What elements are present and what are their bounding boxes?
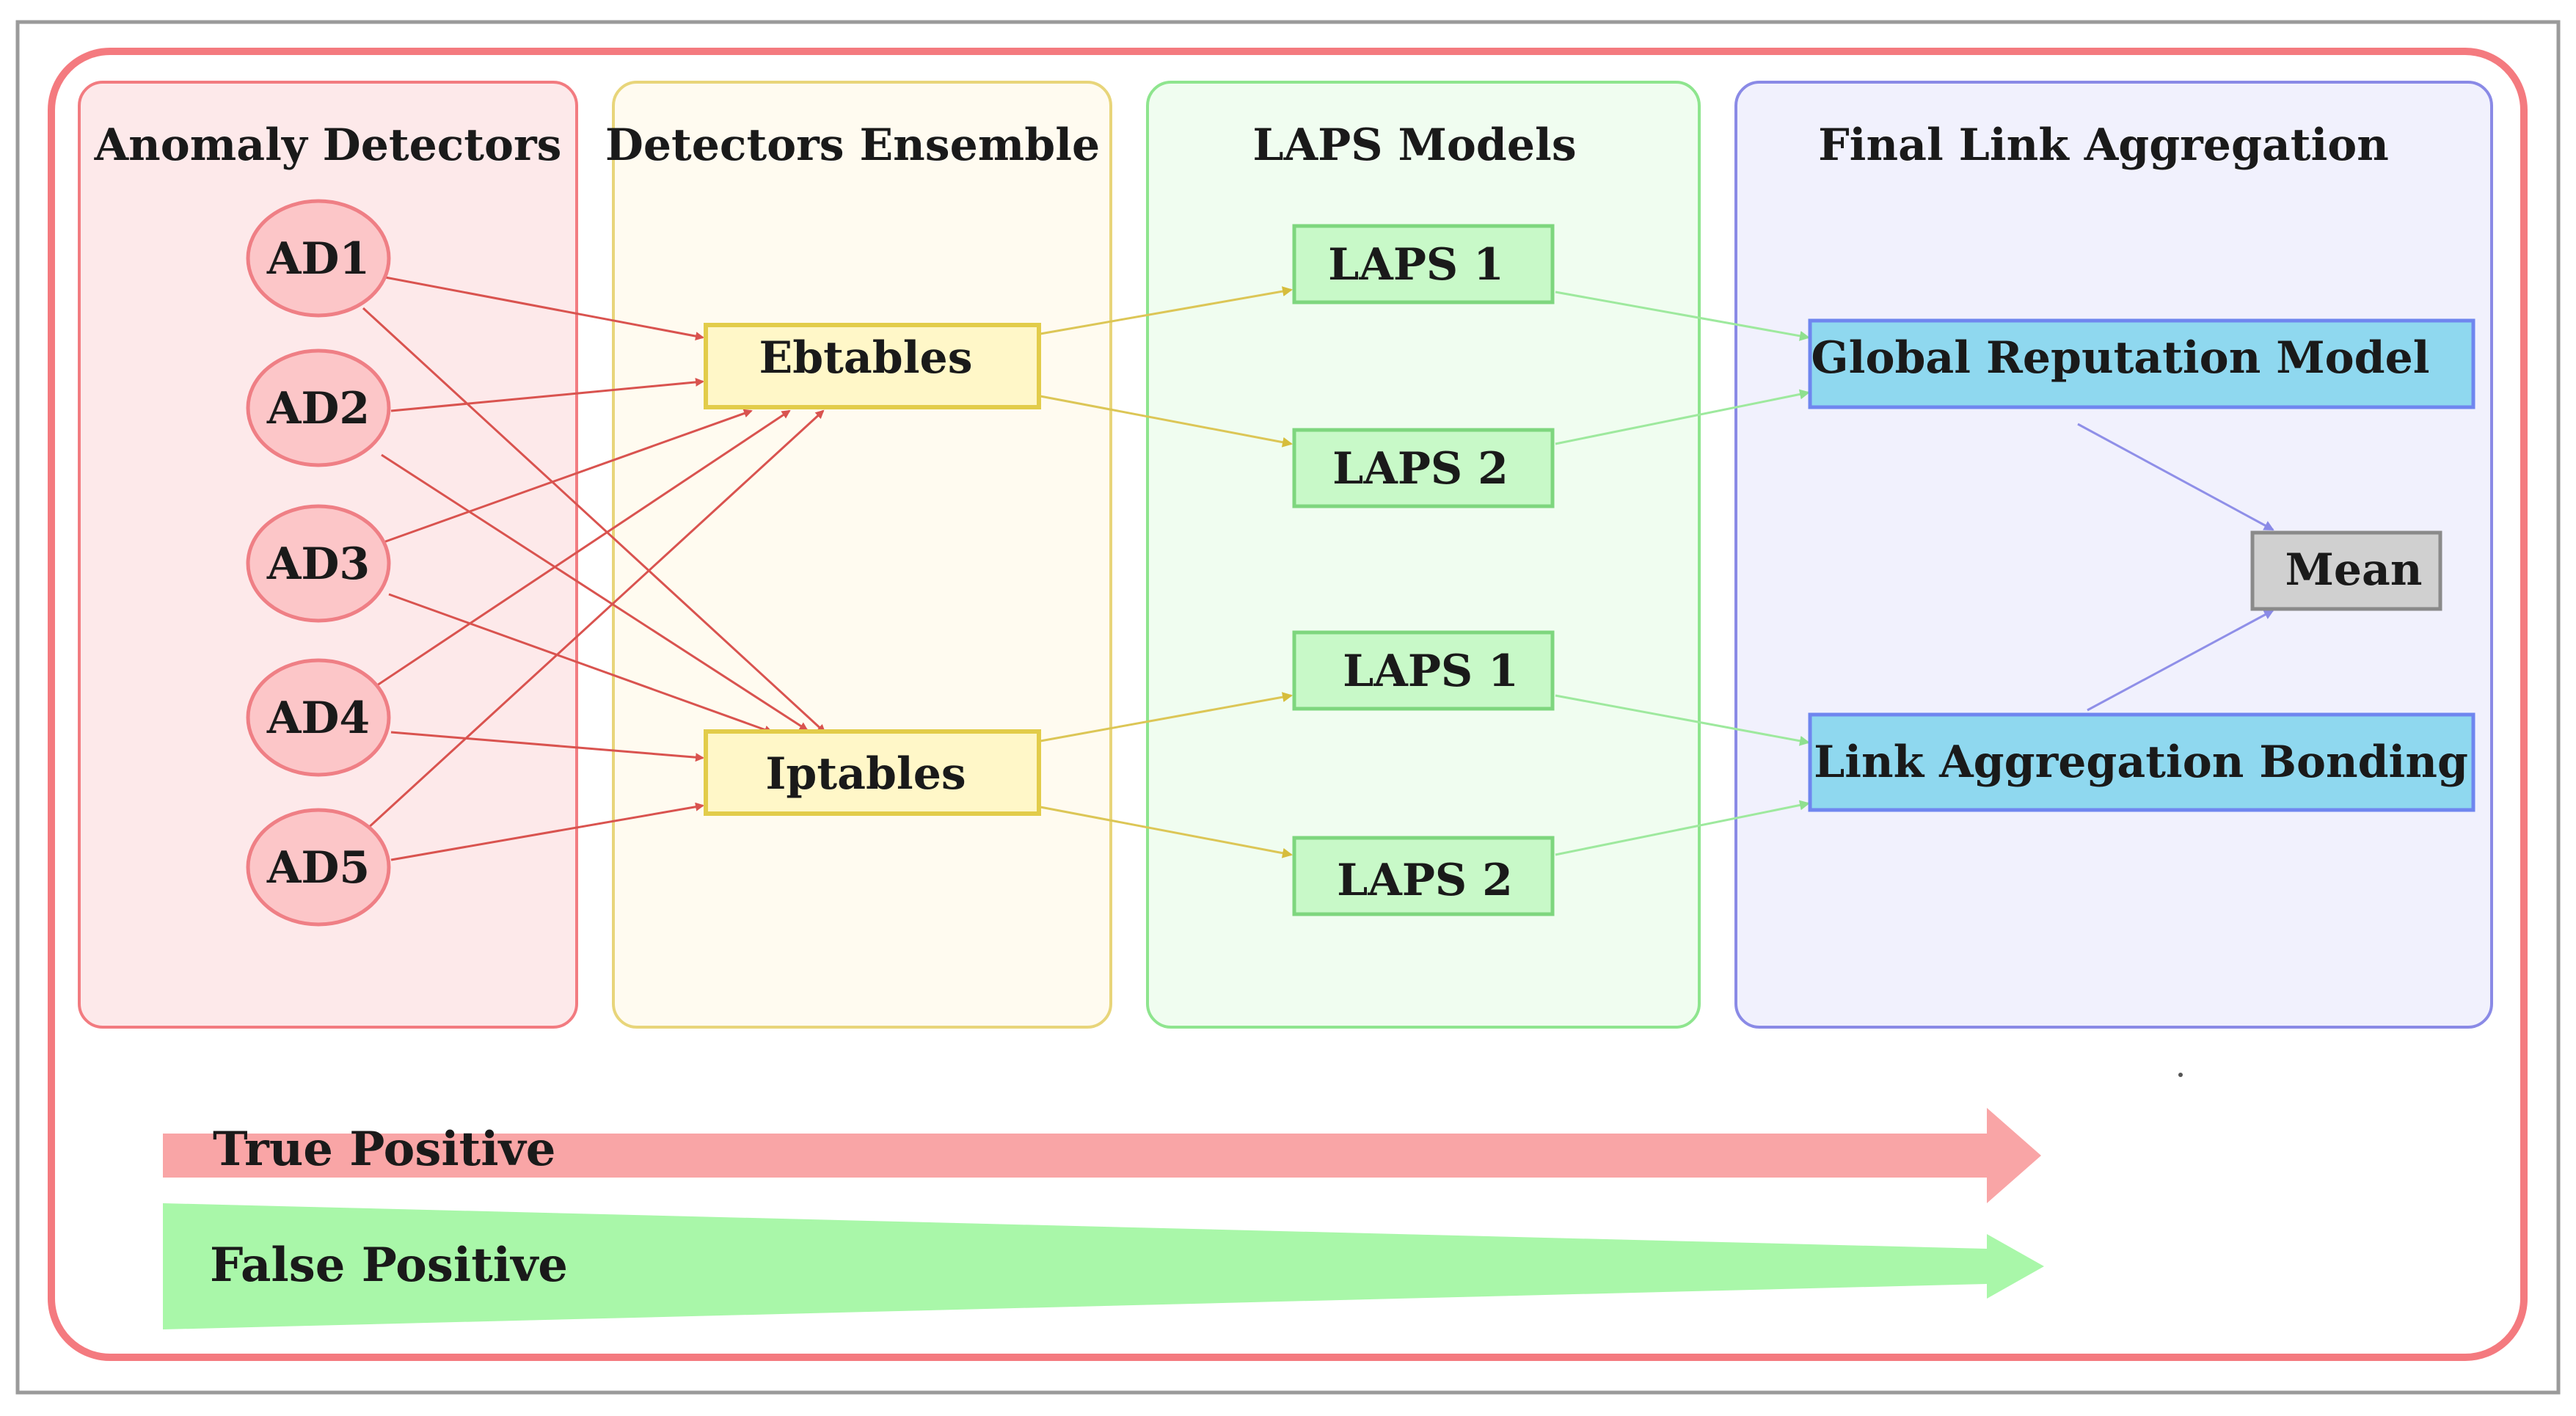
- detector-label: AD1: [266, 233, 370, 285]
- global-reputation-node[interactable]: Global Reputation Model: [1808, 318, 2475, 409]
- panel-detectors-ensemble: Detectors Ensemble: [605, 81, 1112, 1029]
- edge-ad5-ebtables: [365, 409, 825, 831]
- detector-label: AD5: [266, 842, 370, 894]
- ebtables-node[interactable]: Ebtables: [704, 323, 1041, 409]
- edge-laps1-global: [1555, 291, 1810, 341]
- panel-title-ensemble: Detectors Ensemble: [605, 120, 1100, 171]
- detector-label: AD4: [266, 693, 370, 744]
- edge-ad3-iptables: [388, 593, 773, 734]
- stray-dot: [2178, 1073, 2183, 1077]
- edge-ad5-iptables: [390, 802, 704, 861]
- edge-bonding-mean: [2087, 609, 2274, 712]
- mean-label: Mean: [2285, 544, 2422, 596]
- iptables-label: Iptables: [765, 748, 966, 800]
- global-reputation-label: Global Reputation Model: [1811, 332, 2429, 384]
- edge-laps2-global: [1555, 389, 1810, 445]
- ebtables-label: Ebtables: [759, 332, 973, 384]
- edge-ebtables-laps2-top: [1040, 395, 1293, 448]
- detector-label: AD3: [266, 539, 370, 590]
- laps-1-top-label: LAPS 1: [1328, 239, 1504, 291]
- link-aggregation-bonding-label: Link Aggregation Bonding: [1814, 737, 2468, 788]
- detector-node[interactable]: AD4: [246, 658, 391, 777]
- edge-ad4-ebtables: [370, 409, 791, 691]
- edges-detectors-to-ensemble: [362, 276, 826, 861]
- laps-1-bottom-label: LAPS 1: [1343, 646, 1519, 697]
- detector-node[interactable]: AD2: [246, 348, 391, 467]
- detector-node[interactable]: AD3: [246, 504, 391, 623]
- panel-title-final: Final Link Aggregation: [1818, 120, 2389, 171]
- outer-border: [48, 48, 2528, 1361]
- detector-nodes: AD1 AD2 AD3 AD4 AD5: [246, 199, 391, 927]
- true-positive-label: True Positive: [213, 1122, 555, 1177]
- edge-ad1-ebtables: [384, 276, 704, 341]
- iptables-node[interactable]: Iptables: [704, 729, 1041, 816]
- false-positive-label: False Positive: [210, 1238, 568, 1293]
- edge-ad1-iptables: [362, 307, 826, 734]
- edges-to-mean: [2077, 423, 2274, 712]
- edge-iptables-laps2-bottom: [1040, 806, 1293, 858]
- edge-laps2-bonding: [1555, 800, 1810, 856]
- laps-2-bottom-label: LAPS 2: [1337, 855, 1513, 906]
- edge-ad3-ebtables: [381, 409, 753, 544]
- panel-laps-models: LAPS Models: [1146, 81, 1701, 1029]
- edge-global-mean: [2077, 423, 2274, 531]
- false-positive-arrow: False Positive: [163, 1203, 2044, 1329]
- laps-2-top-node[interactable]: LAPS 2: [1292, 428, 1555, 508]
- edge-ad2-iptables: [381, 453, 809, 731]
- laps-1-bottom-node[interactable]: LAPS 1: [1292, 630, 1555, 711]
- edges-ensemble-to-laps: [1040, 286, 1293, 858]
- detector-node[interactable]: AD1: [246, 199, 391, 318]
- edge-laps1-bonding: [1555, 694, 1810, 746]
- edge-ad4-iptables: [390, 731, 704, 762]
- mean-node[interactable]: Mean: [2250, 530, 2442, 611]
- edge-iptables-laps1-bottom: [1040, 692, 1293, 742]
- detector-node[interactable]: AD5: [246, 808, 391, 927]
- panel-title-anomaly: Anomaly Detectors: [94, 120, 562, 171]
- edges-laps-to-final: [1555, 291, 1810, 856]
- link-aggregation-bonding-node[interactable]: Link Aggregation Bonding: [1808, 712, 2475, 812]
- edge-ebtables-laps1-top: [1040, 286, 1293, 335]
- edge-ad2-ebtables: [390, 377, 704, 412]
- laps-2-top-label: LAPS 2: [1332, 443, 1508, 494]
- laps-2-bottom-node[interactable]: LAPS 2: [1292, 836, 1555, 916]
- panel-title-laps: LAPS Models: [1252, 120, 1576, 171]
- laps-1-top-node[interactable]: LAPS 1: [1292, 224, 1555, 304]
- detector-label: AD2: [266, 383, 370, 434]
- true-positive-arrow: True Positive: [163, 1108, 2041, 1203]
